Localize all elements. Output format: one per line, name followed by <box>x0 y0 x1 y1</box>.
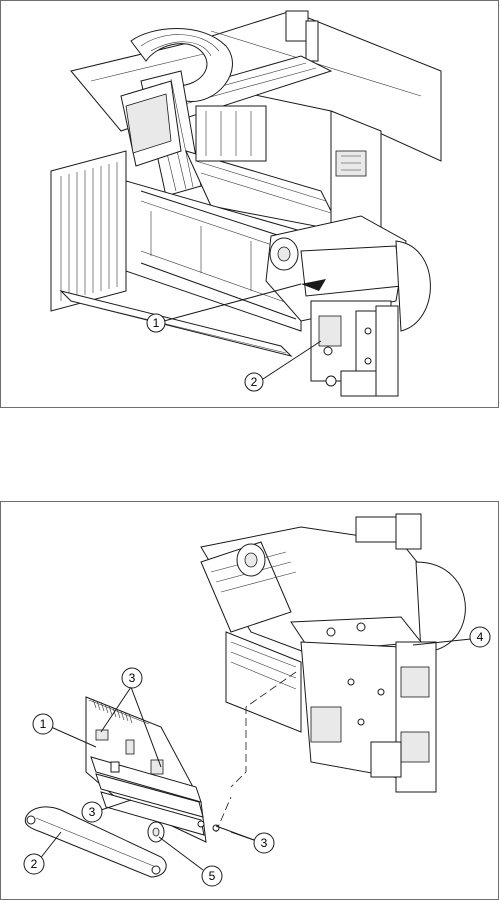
carriage-head <box>266 216 430 396</box>
callout-number: 1 <box>40 717 47 731</box>
callout-2: 2 <box>24 854 44 874</box>
carriage-assembly-drawing: 1 2 <box>1 1 499 408</box>
callout-3-right: 3 <box>254 833 274 853</box>
callout-1: 1 <box>33 714 53 734</box>
callout-4: 4 <box>470 627 490 647</box>
callout-number: 5 <box>209 869 216 883</box>
circuit-board <box>86 697 219 842</box>
callout-number: 4 <box>477 630 484 644</box>
left-side-panel <box>51 151 126 311</box>
callout-number: 3 <box>261 836 268 850</box>
callout-number: 2 <box>251 375 258 389</box>
board-removal-drawing: 1 2 3 3 3 4 5 <box>1 502 499 900</box>
bottom-illustration-panel: 1 2 3 3 3 4 5 <box>0 501 499 900</box>
callout-number: 3 <box>129 671 136 685</box>
callout-number: 2 <box>31 857 38 871</box>
callout-1: 1 <box>147 314 165 332</box>
carriage-plate <box>301 642 436 792</box>
callout-3-left: 3 <box>82 802 102 822</box>
callout-3-top: 3 <box>122 668 142 688</box>
callout-number: 1 <box>153 316 160 330</box>
top-illustration-panel: 1 2 <box>0 0 499 408</box>
callout-5: 5 <box>202 866 222 886</box>
callout-number: 3 <box>89 805 96 819</box>
callout-2: 2 <box>245 373 263 391</box>
